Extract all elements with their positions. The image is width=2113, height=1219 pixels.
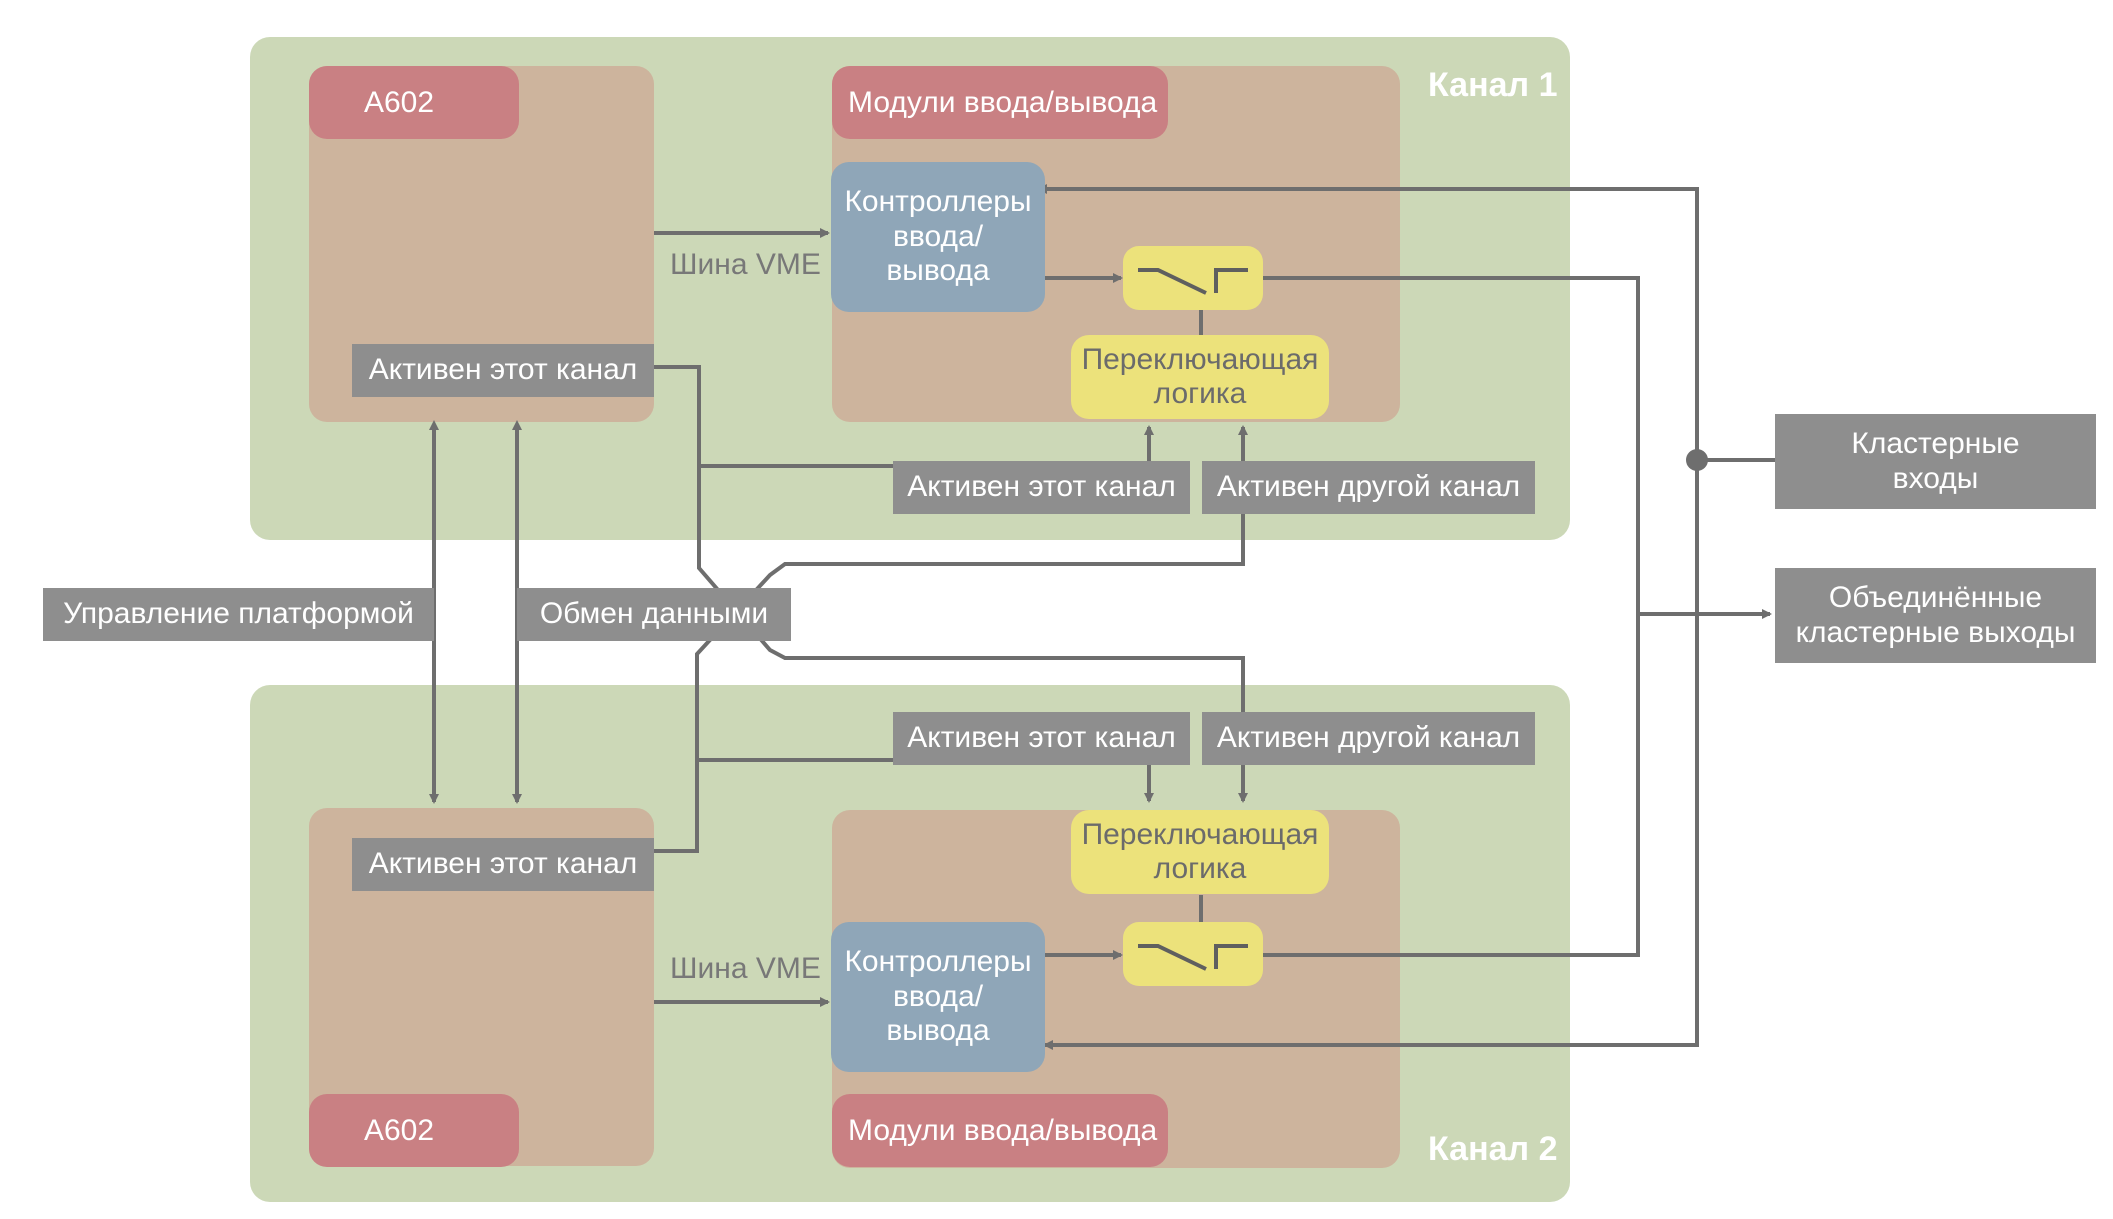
cluster-inputs-label: Кластерные входы	[1775, 414, 2096, 509]
channel-2-switch	[1123, 922, 1263, 986]
channel-1-switch-logic: Переключающая логика	[1071, 335, 1329, 419]
channel-1-a602: A602	[309, 66, 519, 139]
switch-outputs-line	[1262, 276, 1640, 957]
switch-2-icon	[1138, 944, 1207, 971]
channel-1-io-controllers: Контроллеры ввода/ вывода	[831, 162, 1045, 312]
channel-2-io-controllers: Контроллеры ввода/ вывода	[831, 922, 1045, 1072]
channel-2-switch-logic: Переключающая логика	[1071, 810, 1329, 894]
cluster-inputs-junction	[1686, 449, 1708, 471]
ch1-active-to-ch2-other-arrow	[697, 466, 1248, 803]
channel-2-active-this-label: Активен этот канал	[893, 712, 1190, 765]
channel-2-a602-active-label: Активен этот канал	[352, 838, 654, 891]
channel-1-io-modules-title: Модули ввода/вывода	[832, 66, 1168, 139]
switch-1-icon	[1138, 268, 1207, 295]
channel-2-active-other-label: Активен другой канал	[1202, 712, 1535, 765]
platform-control-label: Управление платформой	[43, 588, 434, 641]
channel-1-a602-active-label: Активен этот канал	[352, 344, 654, 397]
channel-2-a602: A602	[309, 1094, 519, 1167]
cluster-inputs-line	[1037, 184, 1699, 1050]
ch2-active-to-ch1-other-arrow	[695, 425, 1248, 760]
channel-2-vme-bus-label: Шина VME	[670, 952, 821, 985]
channel-1-title: Канал 1	[1428, 66, 1558, 104]
channel-1-vme-bus-label: Шина VME	[670, 248, 821, 281]
channel-2-io-modules-title: Модули ввода/вывода	[832, 1094, 1168, 1167]
data-exchange-label: Обмен данными	[517, 588, 791, 641]
merged-cluster-outputs-label: Объединённые кластерные выходы	[1775, 568, 2096, 663]
channel-1-active-other-label: Активен другой канал	[1202, 461, 1535, 514]
channel-2-title: Канал 2	[1428, 1130, 1558, 1168]
channel-1-active-this-label: Активен этот канал	[893, 461, 1190, 514]
channel-1-switch	[1123, 246, 1263, 310]
